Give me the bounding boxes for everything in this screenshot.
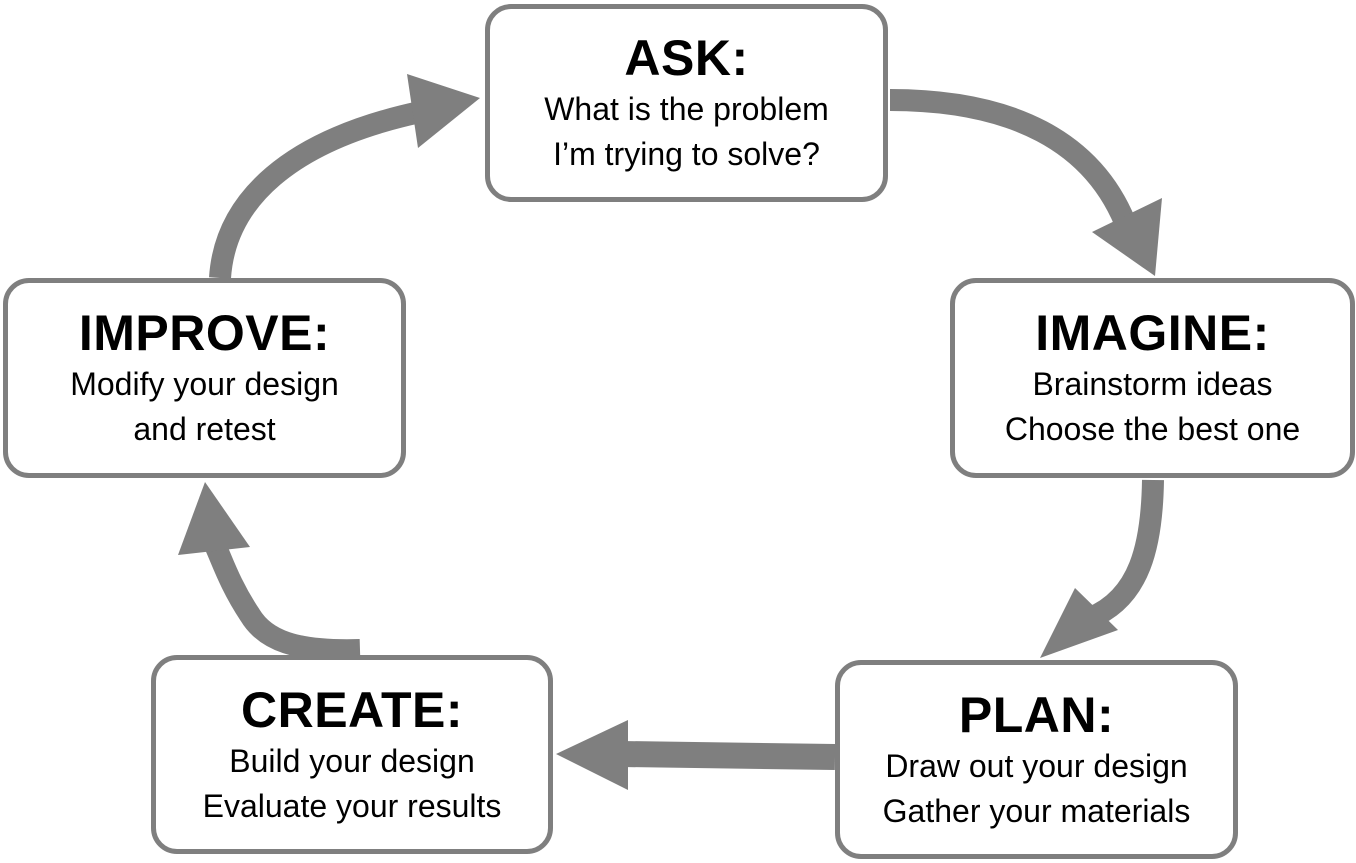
arrow-create-to-improve	[178, 482, 361, 662]
arrow-imagine-to-plan	[1040, 479, 1164, 658]
step-box-create: CREATE: Build your design Evaluate your …	[151, 655, 553, 854]
step-box-ask: ASK: What is the problem I’m trying to s…	[485, 4, 888, 202]
step-text-create-line-2: Evaluate your results	[202, 787, 502, 824]
step-text-imagine-line-2: Choose the best one	[1004, 411, 1301, 447]
step-text-plan-line-1: Draw out your design	[885, 747, 1188, 784]
step-box-plan: PLAN: Draw out your design Gather your m…	[835, 660, 1238, 859]
step-text-imagine-line-1: Brainstorm ideas	[1032, 366, 1273, 402]
step-text-create-line-1: Build your design	[229, 742, 475, 779]
arrow-ask-to-imagine	[889, 89, 1162, 276]
step-title-create: CREATE:	[240, 681, 463, 738]
step-text-improve-line-2: and retest	[133, 411, 276, 447]
step-text-plan-line-2: Gather your materials	[882, 792, 1191, 829]
step-title-plan: PLAN:	[958, 686, 1115, 743]
step-title-imagine: IMAGINE:	[1035, 305, 1270, 361]
arrow-improve-to-ask	[209, 74, 480, 279]
arrow-plan-to-create	[556, 720, 836, 790]
step-box-imagine: IMAGINE: Brainstorm ideas Choose the bes…	[950, 278, 1355, 478]
step-title-ask: ASK:	[624, 30, 749, 86]
step-box-improve: IMPROVE: Modify your design and retest	[3, 278, 406, 478]
step-text-improve-line-1: Modify your design	[70, 366, 339, 402]
step-title-improve: IMPROVE:	[78, 305, 331, 361]
step-text-ask-line-2: I’m trying to solve?	[553, 136, 820, 172]
step-text-ask-line-1: What is the problem	[544, 91, 829, 127]
